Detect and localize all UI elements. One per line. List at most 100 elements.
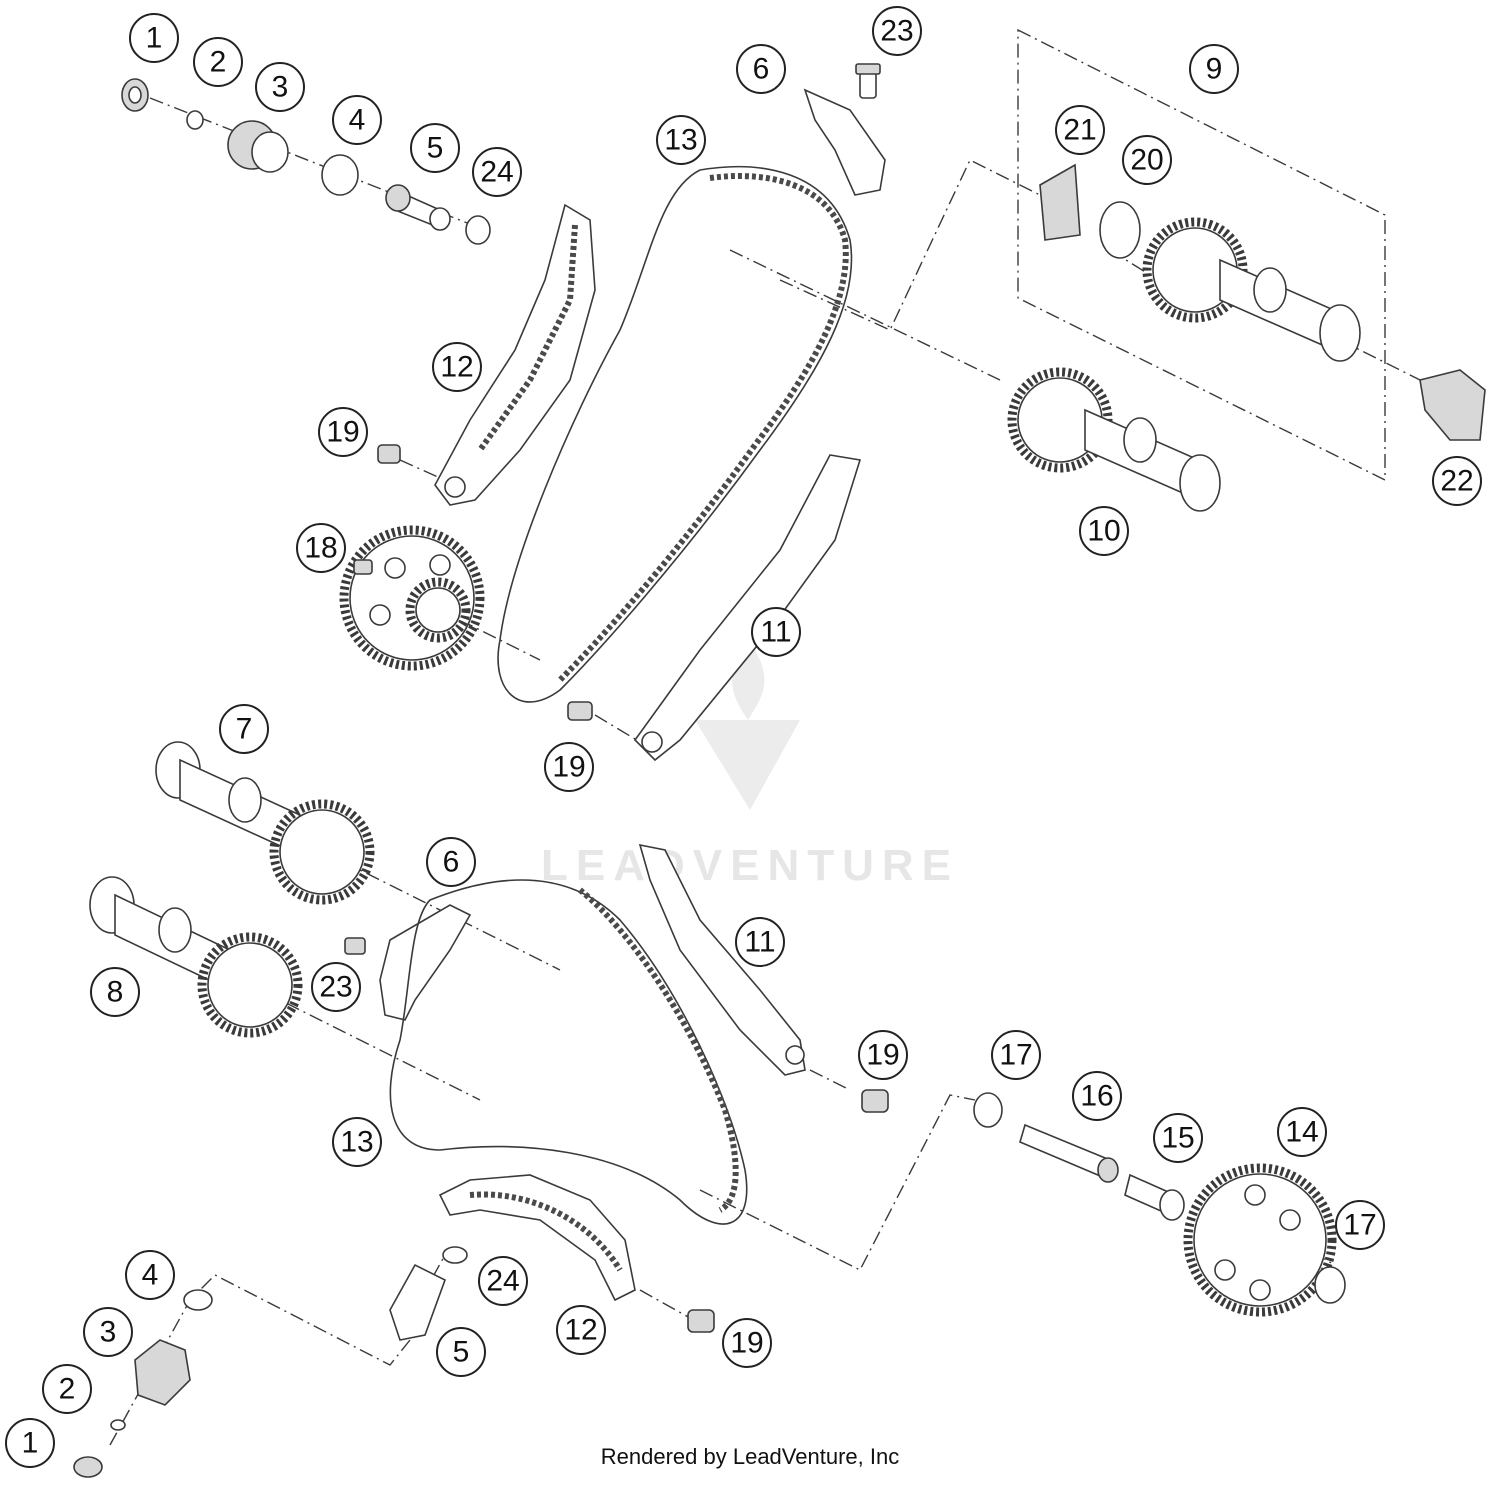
gear-hole [384,557,406,579]
rail-ribs [469,1191,623,1272]
gear-hole [1244,1184,1266,1206]
svg-text:9: 9 [1206,53,1223,86]
callout-12[interactable]: 12 [432,342,482,392]
bolt-part [344,937,366,955]
callout-23[interactable]: 23 [311,962,361,1012]
rail-pivot-part [444,476,466,498]
svg-text:4: 4 [349,104,366,137]
group-box [1017,28,1386,482]
seal-ring-part [321,154,359,196]
callout-1[interactable]: 1 [5,1418,55,1468]
timing-chain-links [557,173,849,683]
svg-text:23: 23 [880,15,913,48]
callout-15[interactable]: 15 [1153,1113,1203,1163]
o-ring-part [1099,201,1141,259]
callout-19[interactable]: 19 [722,1318,772,1368]
callout-21[interactable]: 21 [1055,105,1105,155]
svg-text:1: 1 [146,22,163,55]
callout-24[interactable]: 24 [478,1256,528,1306]
svg-text:19: 19 [730,1327,763,1360]
cam-lobe-part [1319,304,1361,362]
callout-17[interactable]: 17 [991,1030,1041,1080]
svg-text:6: 6 [443,846,460,879]
svg-text:19: 19 [866,1039,899,1072]
timing-chain-part [389,879,748,1225]
callout-2[interactable]: 2 [193,37,243,87]
callout-13[interactable]: 13 [332,1117,382,1167]
gear-hole [1249,1279,1271,1301]
svg-text:24: 24 [486,1265,519,1298]
callout-17[interactable]: 17 [1335,1200,1385,1250]
svg-text:12: 12 [564,1314,597,1347]
callout-4[interactable]: 4 [125,1250,175,1300]
callout-7[interactable]: 7 [219,704,269,754]
callout-3[interactable]: 3 [255,62,305,112]
callout-19[interactable]: 19 [544,742,594,792]
callout-12[interactable]: 12 [556,1305,606,1355]
callout-3[interactable]: 3 [83,1307,133,1357]
watermark-brand: LEADVENTURE [541,841,959,890]
callout-9[interactable]: 9 [1189,44,1239,94]
idler-gear-teeth [1183,1163,1337,1317]
leader-line [1339,339,1431,386]
callout-16[interactable]: 16 [1072,1071,1122,1121]
callout-5[interactable]: 5 [436,1327,486,1377]
callout-8[interactable]: 8 [90,967,140,1017]
guide-rail-part [633,454,862,762]
rail-pivot-part [641,731,663,753]
lower-assembly [73,741,1346,1478]
washer-part [465,215,491,245]
guide-rail-part [638,843,806,1076]
svg-text:13: 13 [340,1126,373,1159]
callout-13[interactable]: 13 [656,115,706,165]
leader-line [779,159,1061,331]
bolt-head-part [855,63,881,75]
idler-small-gear-part [415,587,461,633]
screw-plug-part-face [251,131,289,173]
svg-text:12: 12 [440,351,473,384]
callout-19[interactable]: 19 [318,407,368,457]
callout-23[interactable]: 23 [872,6,922,56]
callout-6[interactable]: 6 [736,44,786,94]
callout-11[interactable]: 11 [751,607,801,657]
callout-10[interactable]: 10 [1079,506,1129,556]
callout-24[interactable]: 24 [472,147,522,197]
gear-hole [429,554,451,576]
cam-sprocket-teeth [197,932,303,1038]
washer-part [973,1092,1003,1128]
rail-pivot-part [785,1045,805,1065]
cam-sprocket-part [207,942,293,1028]
callout-2[interactable]: 2 [42,1364,92,1414]
tensioner-rail-part [434,203,596,506]
chain-guide-rail-part [803,88,886,196]
pivot-bolt-part [567,701,593,721]
o-ring-part [110,1419,126,1431]
svg-text:6: 6 [753,53,770,86]
idler-gear-teeth [339,525,485,671]
callout-22[interactable]: 22 [1432,456,1482,506]
plug-part [73,1456,103,1478]
svg-text:2: 2 [59,1373,76,1406]
callout-4[interactable]: 4 [332,95,382,145]
callout-14[interactable]: 14 [1277,1107,1327,1157]
cam-lobe-part [1123,417,1157,463]
svg-text:19: 19 [326,416,359,449]
pivot-bolt-part [861,1089,889,1113]
pivot-bolt-part [377,444,401,464]
gear-hole [1214,1259,1236,1281]
callout-6[interactable]: 6 [426,837,476,887]
callout-11[interactable]: 11 [735,917,785,967]
cam-sprocket-part [279,809,365,895]
svg-text:17: 17 [1343,1209,1376,1242]
tensioner-rail-part [438,1174,636,1302]
callout-18[interactable]: 18 [296,523,346,573]
shaft-end-part [1097,1157,1119,1183]
svg-text:11: 11 [760,616,791,649]
svg-text:23: 23 [319,971,352,1004]
svg-text:16: 16 [1080,1080,1113,1113]
callout-1[interactable]: 1 [129,13,179,63]
callout-19[interactable]: 19 [858,1030,908,1080]
callout-5[interactable]: 5 [410,123,460,173]
callout-20[interactable]: 20 [1122,135,1172,185]
cam-lobe-part [158,907,192,953]
